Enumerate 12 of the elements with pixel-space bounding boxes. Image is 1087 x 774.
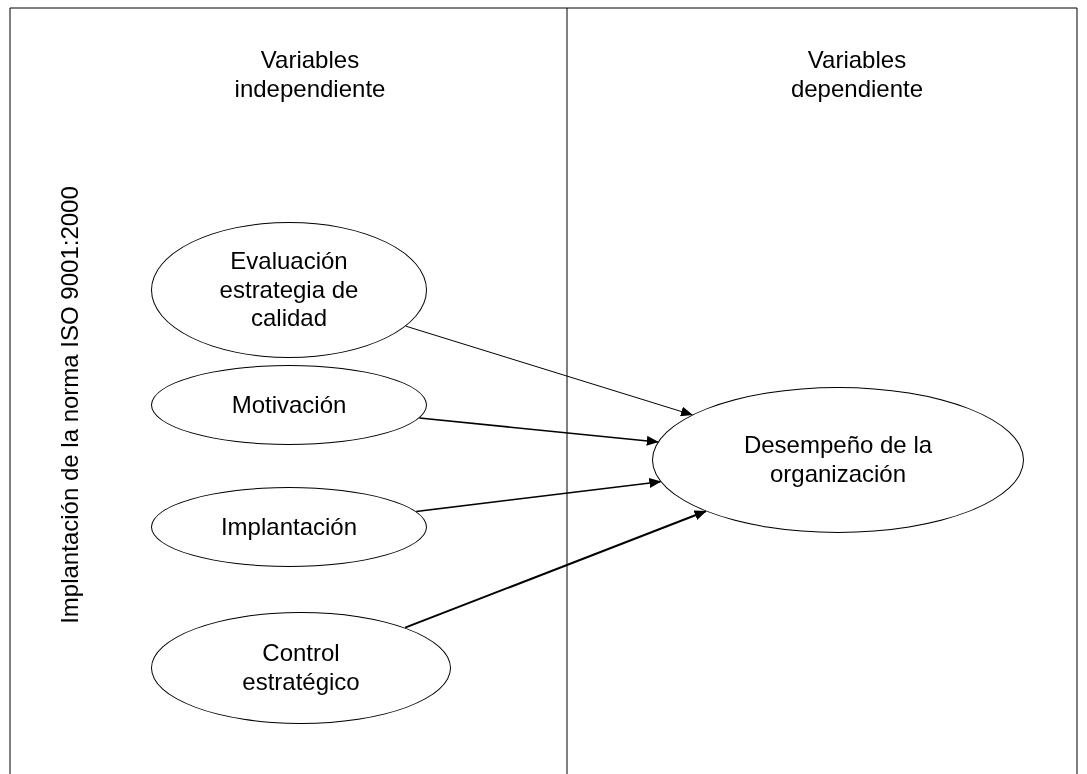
arrow: [404, 510, 707, 629]
node-label: Control estratégico: [241, 639, 361, 697]
side-label: Implantación de la norma ISO 9001:2000: [56, 186, 84, 624]
arrow: [405, 325, 693, 417]
column-header: Variables independiente: [233, 46, 387, 104]
node-label: Desempeño de la organización: [742, 431, 934, 489]
arrow: [415, 478, 662, 513]
node-label: Evaluación estrategia de calidad: [218, 246, 360, 334]
column-header: Variables dependiente: [789, 46, 925, 104]
node-label: Motivación: [231, 390, 347, 420]
node-label: Implantación: [220, 512, 358, 542]
arrow: [418, 417, 659, 446]
